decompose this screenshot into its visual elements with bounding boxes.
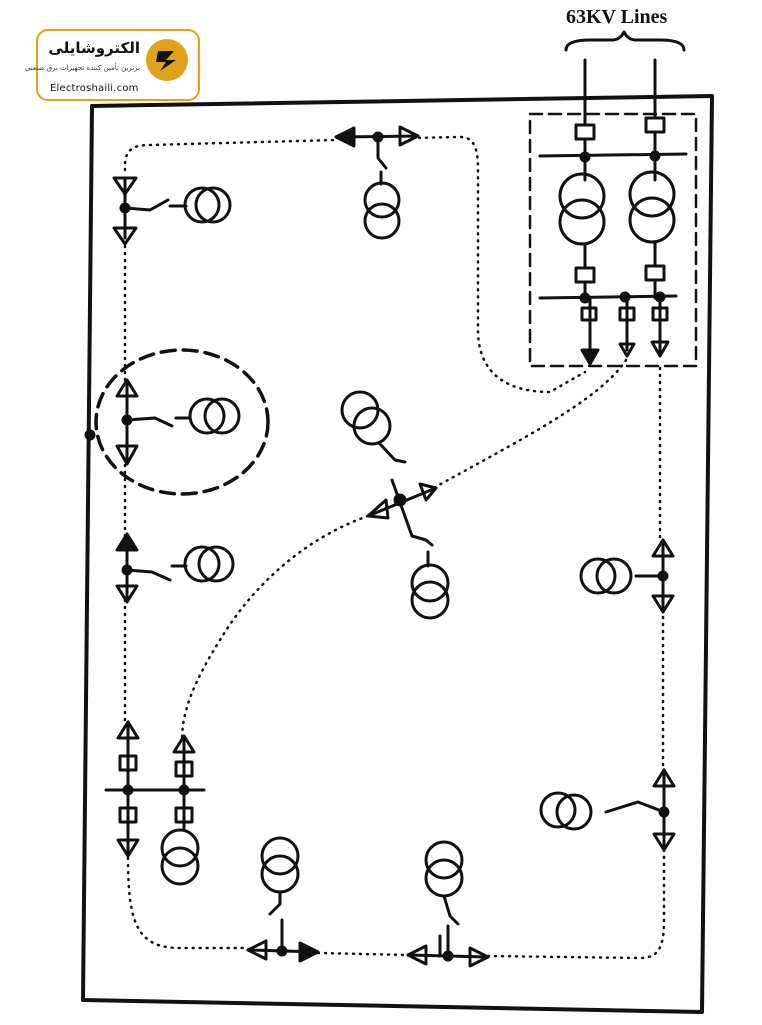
substation-bottom-center (246, 836, 320, 963)
brand-tagline: برترین تأمین کننده تجهیزات برق صنعتی (24, 64, 140, 72)
incoming-lines-brace (564, 30, 686, 52)
highlight-circle (94, 348, 270, 496)
substation-bottom-left (104, 720, 206, 886)
brand-website: Electroshaili.com (50, 83, 139, 94)
incoming-lines-label: 63KV Lines (566, 6, 668, 28)
substation-right-lower (539, 768, 676, 852)
substation-left-middle (115, 532, 235, 604)
electroshaili-logo-icon (146, 39, 188, 81)
substation-center (340, 390, 450, 620)
substation-bottom-right (406, 840, 490, 968)
site-boundary (81, 94, 714, 1014)
substation-top-center (334, 125, 420, 240)
substation-63kv (538, 58, 688, 366)
substation-left-circled (84, 378, 241, 466)
brand-name: الکتروشایلی (48, 39, 140, 57)
substation-top-left (112, 176, 232, 246)
substation-right-middle (579, 538, 675, 614)
cable-routes (123, 135, 666, 960)
brand-logo[interactable]: الکتروشایلی برترین تأمین کننده تجهیزات ب… (25, 29, 200, 101)
substation-enclosure (528, 112, 698, 368)
